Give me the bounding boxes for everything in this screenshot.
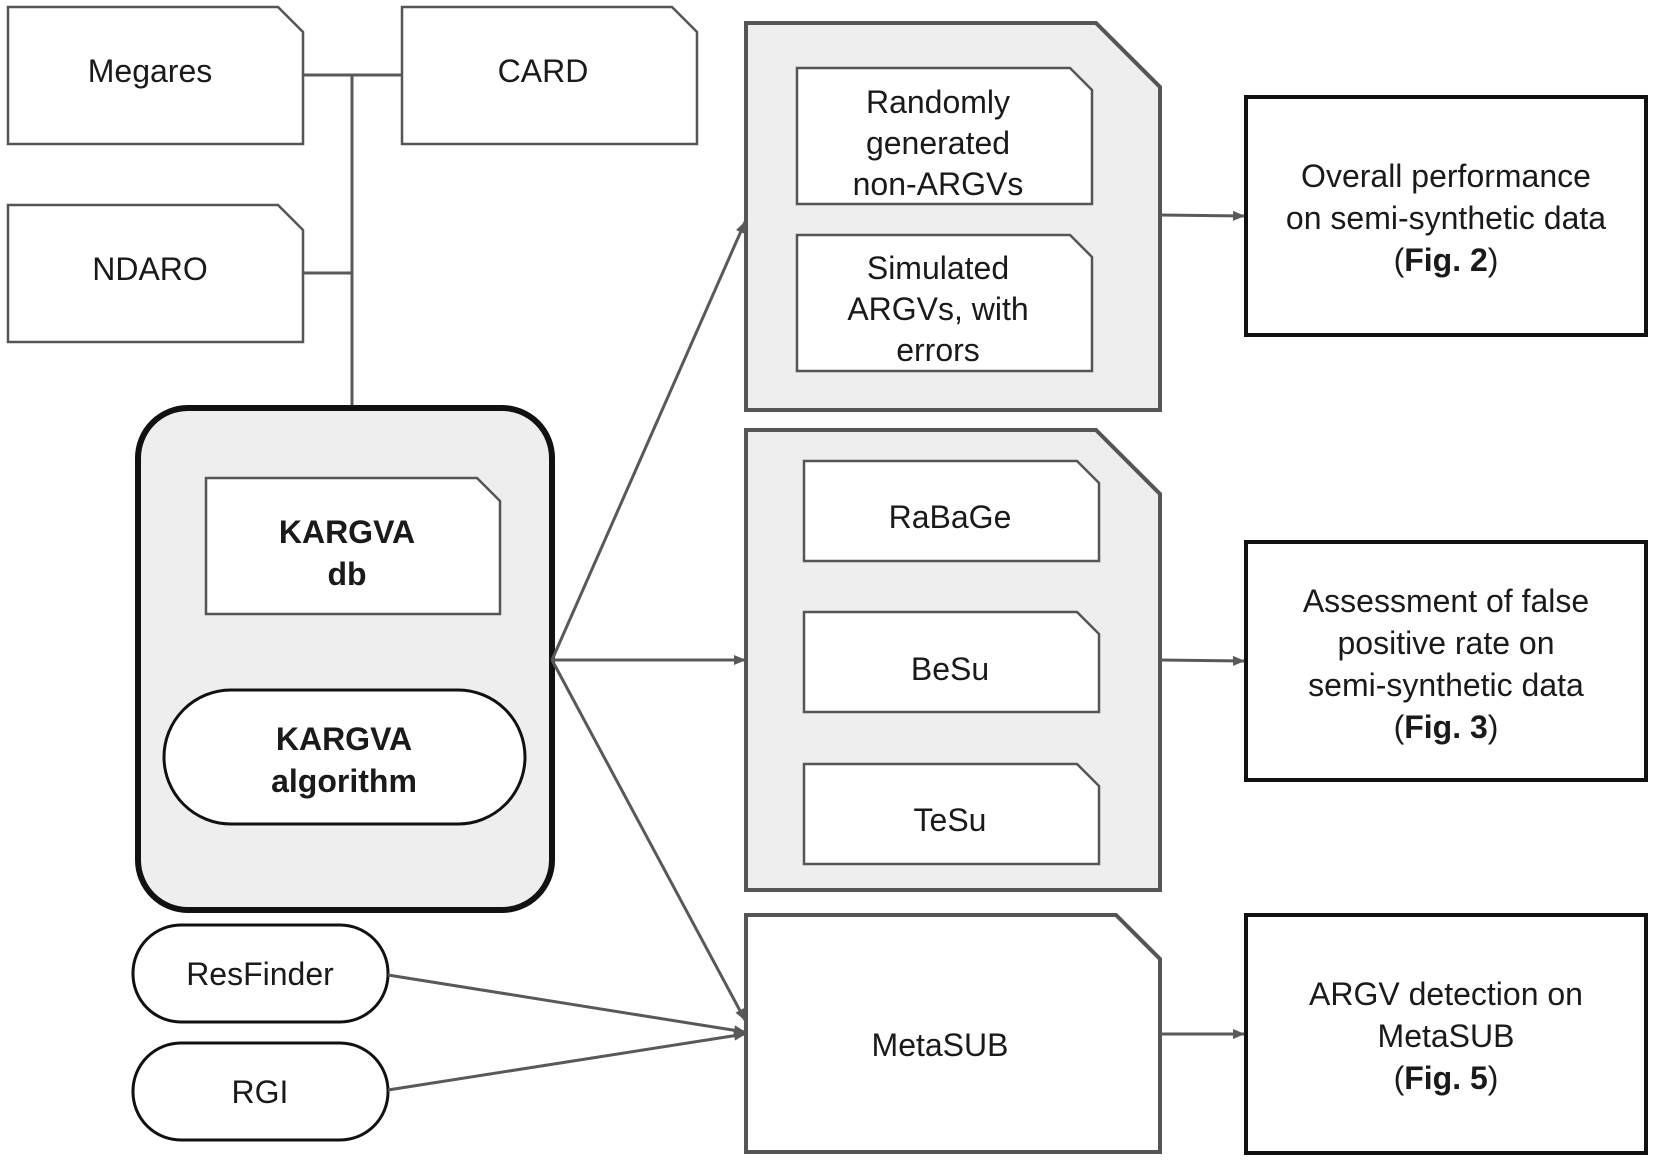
kargva-db-line2: db xyxy=(327,556,366,592)
dataset-metasub: MetaSUB xyxy=(744,913,1162,1154)
resfinder-label: ResFinder xyxy=(186,956,334,992)
kargva-db-line1: KARGVA xyxy=(279,514,415,550)
simulated-line2: ARGVs, with xyxy=(847,291,1028,327)
arrow-rgi-to-metasub xyxy=(387,1030,746,1092)
kargva-algo-line2: algorithm xyxy=(271,763,417,799)
outcome-argv-detection: ARGV detection on MetaSUB (Fig. 5) xyxy=(1244,913,1648,1155)
arrow-group2-to-outcome2 xyxy=(1159,655,1245,666)
besu-label: BeSu xyxy=(911,651,989,687)
outcome2-line3: semi-synthetic data xyxy=(1308,667,1584,703)
card-label: CARD xyxy=(498,53,589,89)
simulated-line3: errors xyxy=(896,332,980,368)
tool-resfinder: ResFinder xyxy=(131,923,390,1024)
rabage-label: RaBaGe xyxy=(889,499,1012,535)
rgi-label: RGI xyxy=(232,1074,289,1110)
dataset-tesu: TeSu xyxy=(802,762,1101,866)
tesu-label: TeSu xyxy=(914,802,987,838)
metasub-label: MetaSUB xyxy=(872,1027,1009,1063)
kargva-algorithm-box: KARGVA algorithm xyxy=(162,688,527,826)
outcome1-line1: Overall performance xyxy=(1301,158,1591,194)
dataset-besu: BeSu xyxy=(802,610,1101,714)
outcome1-line2: on semi-synthetic data xyxy=(1286,200,1606,236)
ndaro-label: NDARO xyxy=(92,251,208,287)
dataset-simulated-argvs: Simulated ARGVs, with errors xyxy=(795,233,1094,373)
arrow-group1-to-outcome1 xyxy=(1159,210,1245,221)
source-ndaro: NDARO xyxy=(6,203,305,344)
outcome-false-positive-rate: Assessment of false positive rate on sem… xyxy=(1244,540,1648,782)
dataset-random-non-argvs: Randomly generated non-ARGVs xyxy=(795,66,1094,206)
source-card: CARD xyxy=(400,5,699,146)
outcome2-line2: positive rate on xyxy=(1337,625,1554,661)
arrow-resfinder-to-metasub xyxy=(387,973,746,1036)
outcome2-figref: (Fig. 3) xyxy=(1394,709,1499,745)
arrow-kargva-to-metasub xyxy=(550,659,747,1021)
simulated-line1: Simulated xyxy=(867,250,1009,286)
kargva-db-box: KARGVA db xyxy=(204,476,502,616)
tool-rgi: RGI xyxy=(131,1041,390,1142)
arrow-kargva-to-group1 xyxy=(550,221,747,661)
source-megares: Megares xyxy=(6,5,305,146)
megares-label: Megares xyxy=(88,53,213,89)
flow-arrows xyxy=(387,210,1245,1092)
outcome1-figref: (Fig. 2) xyxy=(1394,242,1499,278)
outcome3-line2: MetaSUB xyxy=(1378,1018,1515,1054)
dataset-rabage: RaBaGe xyxy=(802,459,1101,563)
random-line3: non-ARGVs xyxy=(853,166,1024,202)
outcome-overall-performance: Overall performance on semi-synthetic da… xyxy=(1244,95,1648,337)
outcome3-figref: (Fig. 5) xyxy=(1394,1060,1499,1096)
outcome2-line1: Assessment of false xyxy=(1303,583,1589,619)
kargva-algo-line1: KARGVA xyxy=(276,721,412,757)
random-line1: Randomly xyxy=(866,84,1010,120)
random-line2: generated xyxy=(866,125,1010,161)
outcome3-line1: ARGV detection on xyxy=(1309,976,1583,1012)
